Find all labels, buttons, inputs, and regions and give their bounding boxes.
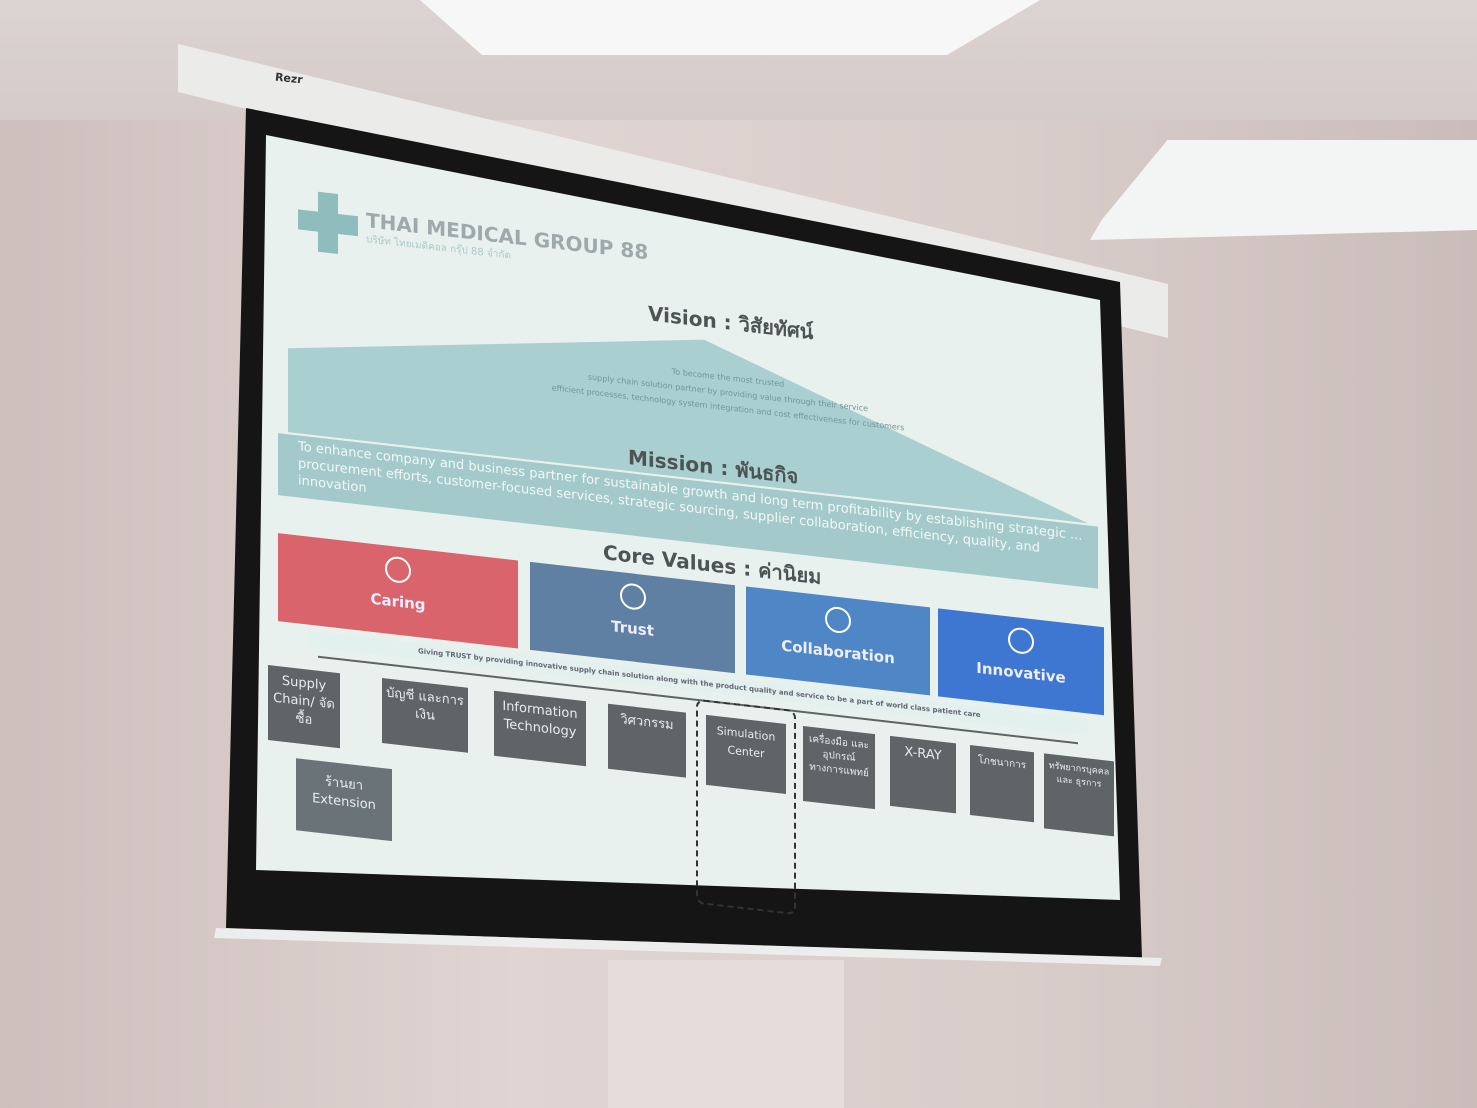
core-value-trust: Trust xyxy=(530,561,735,674)
caring-icon xyxy=(385,555,411,585)
core-value-label: Collaboration xyxy=(781,636,895,668)
dept-box: Information Technology xyxy=(494,690,586,767)
dept-box-simulation-center: Simulation Center xyxy=(706,714,786,795)
ceiling-light xyxy=(420,0,1040,55)
core-value-label: Innovative xyxy=(976,658,1066,687)
medical-cross-icon xyxy=(298,189,358,256)
slide: THAI MEDICAL GROUP 88 บริษัท ไทยเมดิคอล … xyxy=(268,150,1118,967)
dept-box: โภชนาการ xyxy=(970,744,1034,823)
ceiling-light xyxy=(1090,140,1477,240)
projector-brand: Rezr xyxy=(274,70,304,87)
collaboration-icon xyxy=(825,605,851,635)
dept-box-pharmacy: ร้านยา Extension xyxy=(296,758,392,842)
dept-box: บัญชี และการเงิน xyxy=(382,677,468,753)
company-logo: THAI MEDICAL GROUP 88 บริษัท ไทยเมดิคอล … xyxy=(298,189,648,289)
dept-box: เครื่องมือ และ อุปกรณ์ ทางการแพทย์ xyxy=(803,725,875,810)
vision-heading: Vision : วิสัยทัศน์ xyxy=(648,301,814,345)
trust-icon xyxy=(619,582,646,612)
dept-box: ทรัพยากรบุคคล และ ธุรการ xyxy=(1044,753,1114,837)
dept-box: Supply Chain/ จัดซื้อ xyxy=(268,665,340,749)
innovative-icon xyxy=(1008,626,1034,656)
core-value-collaboration: Collaboration xyxy=(746,586,930,696)
dept-box: X-RAY xyxy=(890,735,956,814)
dept-box: วิศวกรรม xyxy=(608,703,686,778)
core-value-label: Caring xyxy=(370,589,426,614)
wall-panel xyxy=(608,960,844,1108)
core-value-label: Trust xyxy=(611,617,654,640)
core-value-innovative: Innovative xyxy=(938,608,1104,716)
